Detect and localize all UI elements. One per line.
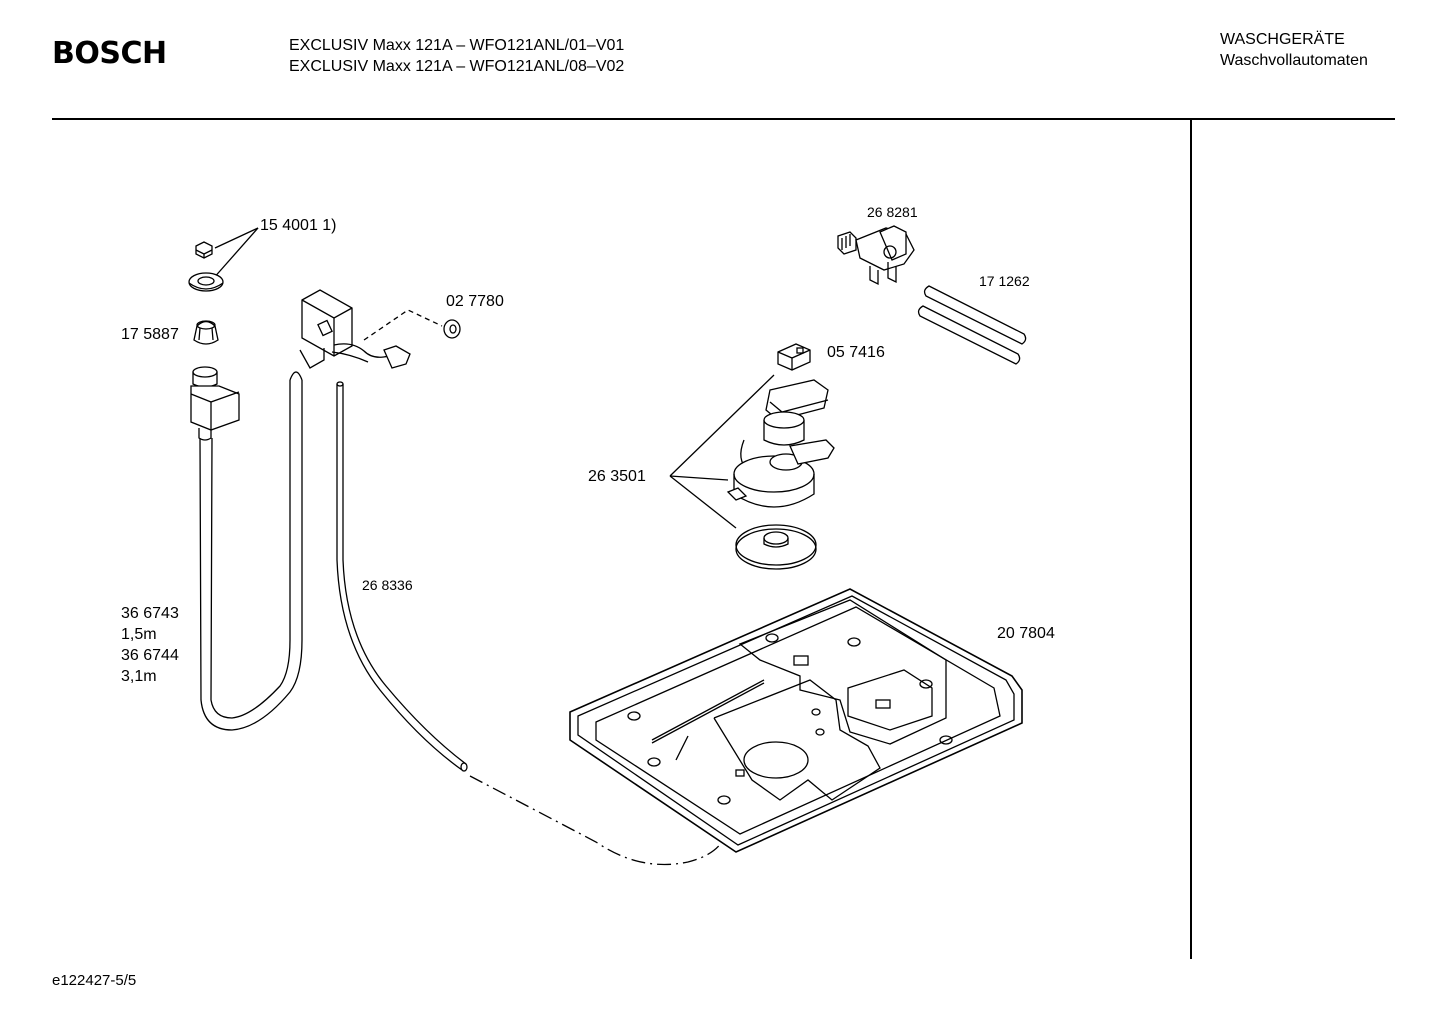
side-rule <box>1190 119 1192 959</box>
water-valve-part <box>837 225 915 286</box>
part-label-263501: 26 3501 <box>588 468 646 485</box>
part-label-154001: 15 4001 1) <box>260 217 337 234</box>
brand-logo: BOSCH <box>52 36 167 71</box>
aquastop-module-part <box>299 289 411 369</box>
category-label: WASCHGERÄTE <box>1220 31 1345 48</box>
filter-sleeve-part <box>193 320 219 345</box>
header-rule <box>52 118 1395 120</box>
rubber-rods-part <box>917 285 1027 365</box>
inlet-valve-connector-part <box>190 366 240 441</box>
o-ring-part <box>443 319 461 339</box>
small-connector-part <box>777 343 811 371</box>
part-label-057416: 05 7416 <box>827 344 885 361</box>
hose-code-b: 36 6744 <box>121 647 179 664</box>
washer-ring-part <box>188 272 224 292</box>
hose-length-a: 1,5m <box>121 626 157 643</box>
subcategory-label: Waschvollautomaten <box>1220 52 1368 69</box>
hose-code-a: 36 6743 <box>121 605 179 622</box>
leader-263501 <box>669 374 775 529</box>
screw-cap-part <box>195 241 213 259</box>
part-label-027780: 02 7780 <box>446 293 504 310</box>
drawing-id: e122427-5/5 <box>52 972 137 989</box>
part-label-268336: 26 8336 <box>362 577 413 593</box>
model-line-2: EXCLUSIV Maxx 121A – WFO121ANL/08–V02 <box>289 58 625 75</box>
part-label-268281: 26 8281 <box>867 204 918 220</box>
pressure-tube-part <box>336 381 468 772</box>
model-line-1: EXCLUSIV Maxx 121A – WFO121ANL/01–V01 <box>289 37 625 54</box>
leader-154001 <box>211 227 259 281</box>
hose-variants-label: 36 6743 1,5m 36 6744 3,1m <box>121 603 179 687</box>
part-label-207804: 20 7804 <box>997 625 1055 642</box>
model-title: EXCLUSIV Maxx 121A – WFO121ANL/01–V01 EX… <box>289 35 624 77</box>
drain-hose-part <box>199 371 303 731</box>
category-block: WASCHGERÄTE Waschvollautomaten <box>1220 29 1368 71</box>
part-label-171262: 17 1262 <box>979 273 1030 289</box>
diaphragm-disc-part <box>735 524 817 570</box>
hose-length-b: 3,1m <box>121 668 157 685</box>
part-label-175887: 17 5887 <box>121 326 179 343</box>
base-tray-part <box>569 588 1023 853</box>
level-sensor-assembly-part <box>726 379 835 508</box>
